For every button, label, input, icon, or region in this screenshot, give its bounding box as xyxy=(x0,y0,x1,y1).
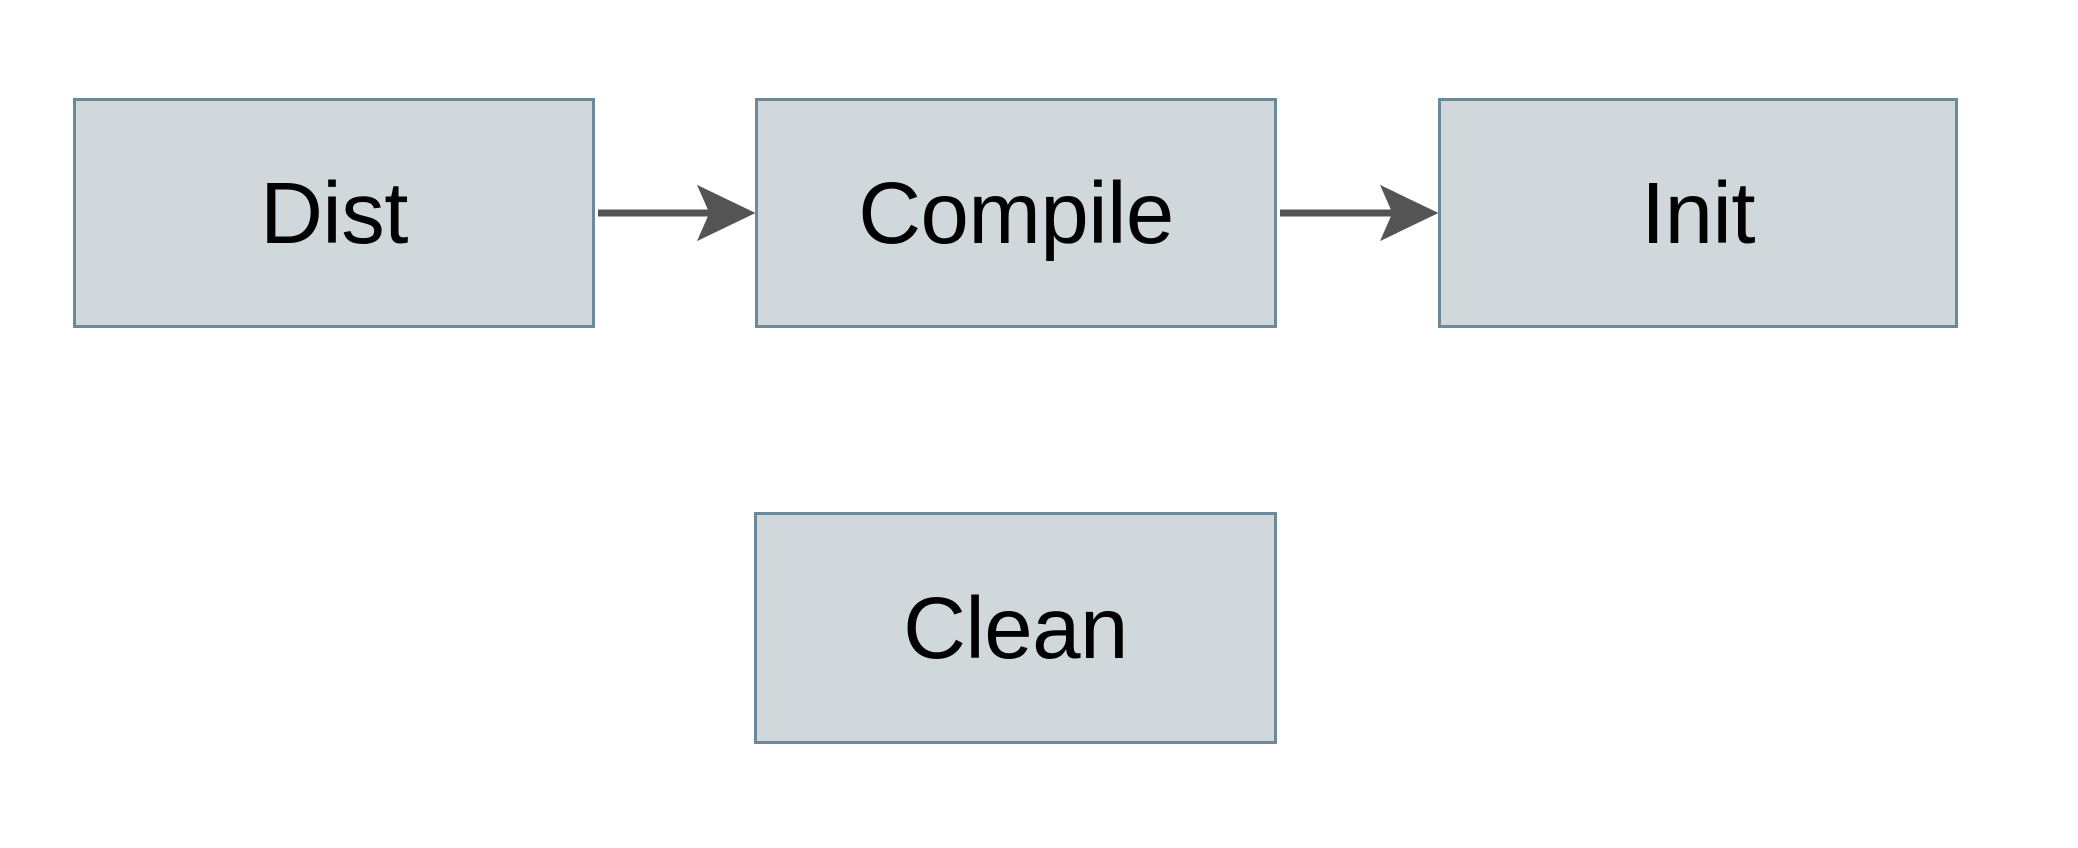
node-compile[interactable]: Compile xyxy=(755,98,1277,328)
node-compile-label: Compile xyxy=(858,164,1174,262)
node-init-label: Init xyxy=(1640,164,1756,262)
edge-compile-to-init-arrowhead xyxy=(1379,184,1439,242)
edge-dist-to-compile[interactable] xyxy=(598,184,756,242)
node-clean[interactable]: Clean xyxy=(754,512,1277,744)
node-dist-label: Dist xyxy=(260,164,408,262)
node-init[interactable]: Init xyxy=(1438,98,1958,328)
edge-compile-to-init[interactable] xyxy=(1280,184,1439,242)
node-clean-label: Clean xyxy=(903,579,1128,677)
edge-dist-to-compile-arrowhead xyxy=(696,184,756,242)
node-dist[interactable]: Dist xyxy=(73,98,595,328)
